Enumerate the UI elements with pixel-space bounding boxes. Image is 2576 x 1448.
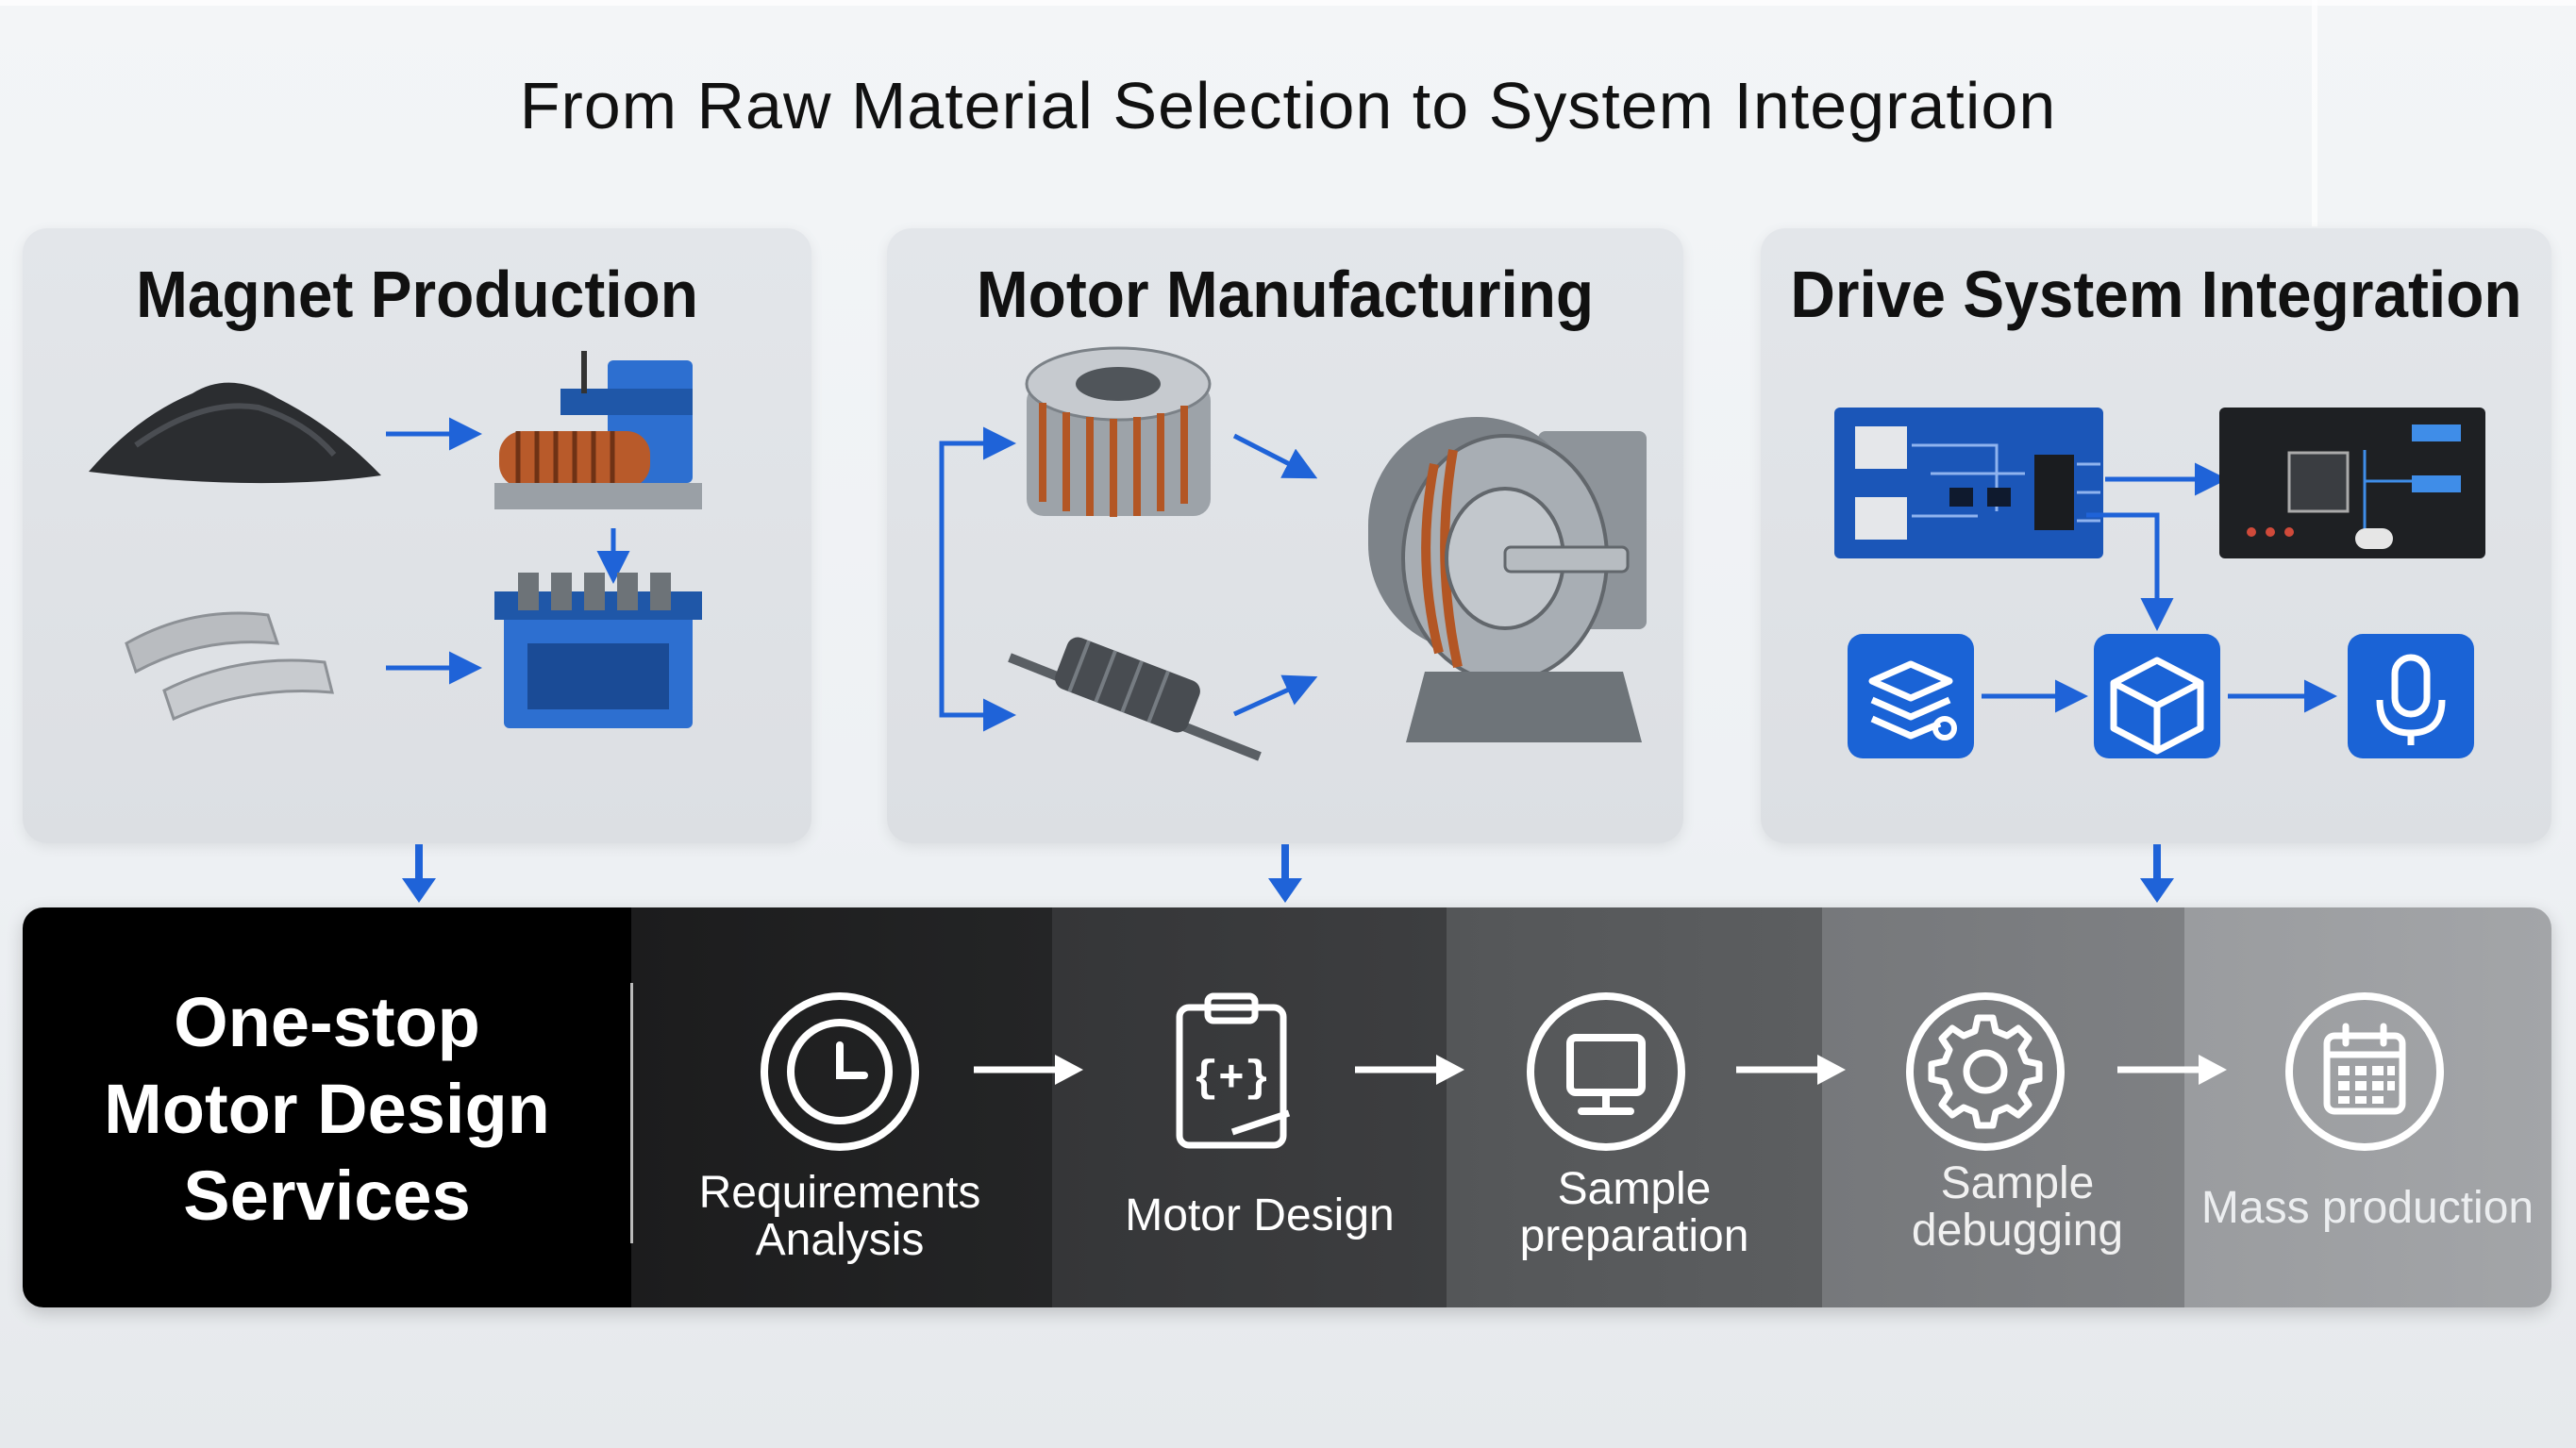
powder-pile-icon — [89, 382, 381, 484]
step-segment — [631, 907, 1052, 1307]
step-label-line: debugging — [1911, 1206, 2124, 1256]
intro-segment — [23, 907, 631, 1307]
page-title: From Raw Material Selection to System In… — [519, 69, 2057, 142]
step-label: Sample debugging — [1848, 1160, 2187, 1255]
step-label-line: Analysis — [755, 1215, 925, 1265]
controller-board-icon — [2219, 408, 2485, 558]
right-arrow-icon — [2117, 1055, 2227, 1085]
services-title-line: One-stop — [174, 983, 480, 1061]
monitor-icon — [1527, 992, 1685, 1151]
panel-title: Motor Manufacturing — [976, 258, 1595, 331]
step-segment — [1052, 907, 1447, 1307]
background-line — [0, 0, 2576, 6]
calendar-icon — [2285, 992, 2444, 1151]
cube-icon — [2094, 634, 2220, 758]
drive-system-illustration — [1834, 408, 2485, 758]
magnetizer-machine-icon — [494, 573, 702, 728]
rotor-icon — [1008, 637, 1262, 761]
clipboard-code-icon: {+} — [1176, 992, 1291, 1149]
panel-title: Magnet Production — [136, 258, 698, 331]
divider — [630, 983, 633, 1243]
step-label: Mass production — [2183, 1185, 2551, 1232]
microphone-icon — [2348, 634, 2474, 758]
step-label: Sample preparation — [1464, 1166, 1804, 1260]
step-label-line: Requirements — [698, 1168, 981, 1218]
right-arrow-icon — [1355, 1055, 1464, 1085]
electric-motor-icon — [1368, 417, 1647, 742]
step-segment — [1447, 907, 1822, 1307]
services-title-line: Services — [183, 1157, 471, 1235]
gear-icon — [1906, 992, 2065, 1151]
circuit-board-icon — [1834, 408, 2103, 558]
press-machine-icon — [494, 351, 702, 509]
layers-icon — [1848, 634, 1974, 758]
services-title: One-stop Motor Design Services — [23, 979, 631, 1240]
process-bar: One-stop Motor Design Services Requireme… — [23, 907, 2551, 1307]
stator-icon — [1025, 346, 1212, 517]
panel-drive-system-integration: Drive System Integration — [1761, 228, 2551, 843]
svg-text:{+}: {+} — [1193, 1055, 1271, 1104]
panel-motor-manufacturing: Motor Manufacturing — [887, 228, 1683, 843]
down-arrow-icon — [1268, 844, 1302, 903]
step-label-line: Sample — [1557, 1164, 1712, 1214]
step-label-line: Motor Design — [1125, 1190, 1395, 1240]
down-arrow-icon — [2140, 844, 2174, 903]
step-segment — [2184, 907, 2551, 1307]
services-title-line: Motor Design — [104, 1070, 550, 1148]
magnet-arc-icon — [125, 611, 334, 722]
step-label: Requirements Analysis — [670, 1170, 1010, 1264]
background-line — [2312, 0, 2317, 226]
magnet-production-illustration — [89, 351, 702, 728]
motor-manufacturing-illustration — [939, 346, 1647, 761]
step-label-line: preparation — [1519, 1211, 1749, 1261]
step-label-line: Mass production — [2200, 1183, 2534, 1233]
right-arrow-icon — [1736, 1055, 1846, 1085]
step-label-line: Sample — [1940, 1158, 2095, 1208]
clock-icon — [761, 992, 919, 1151]
panel-title: Drive System Integration — [1790, 258, 2522, 331]
down-arrow-icon — [402, 844, 436, 903]
step-label: Motor Design — [1090, 1192, 1430, 1240]
right-arrow-icon — [974, 1055, 1083, 1085]
panel-magnet-production: Magnet Production — [23, 228, 811, 843]
